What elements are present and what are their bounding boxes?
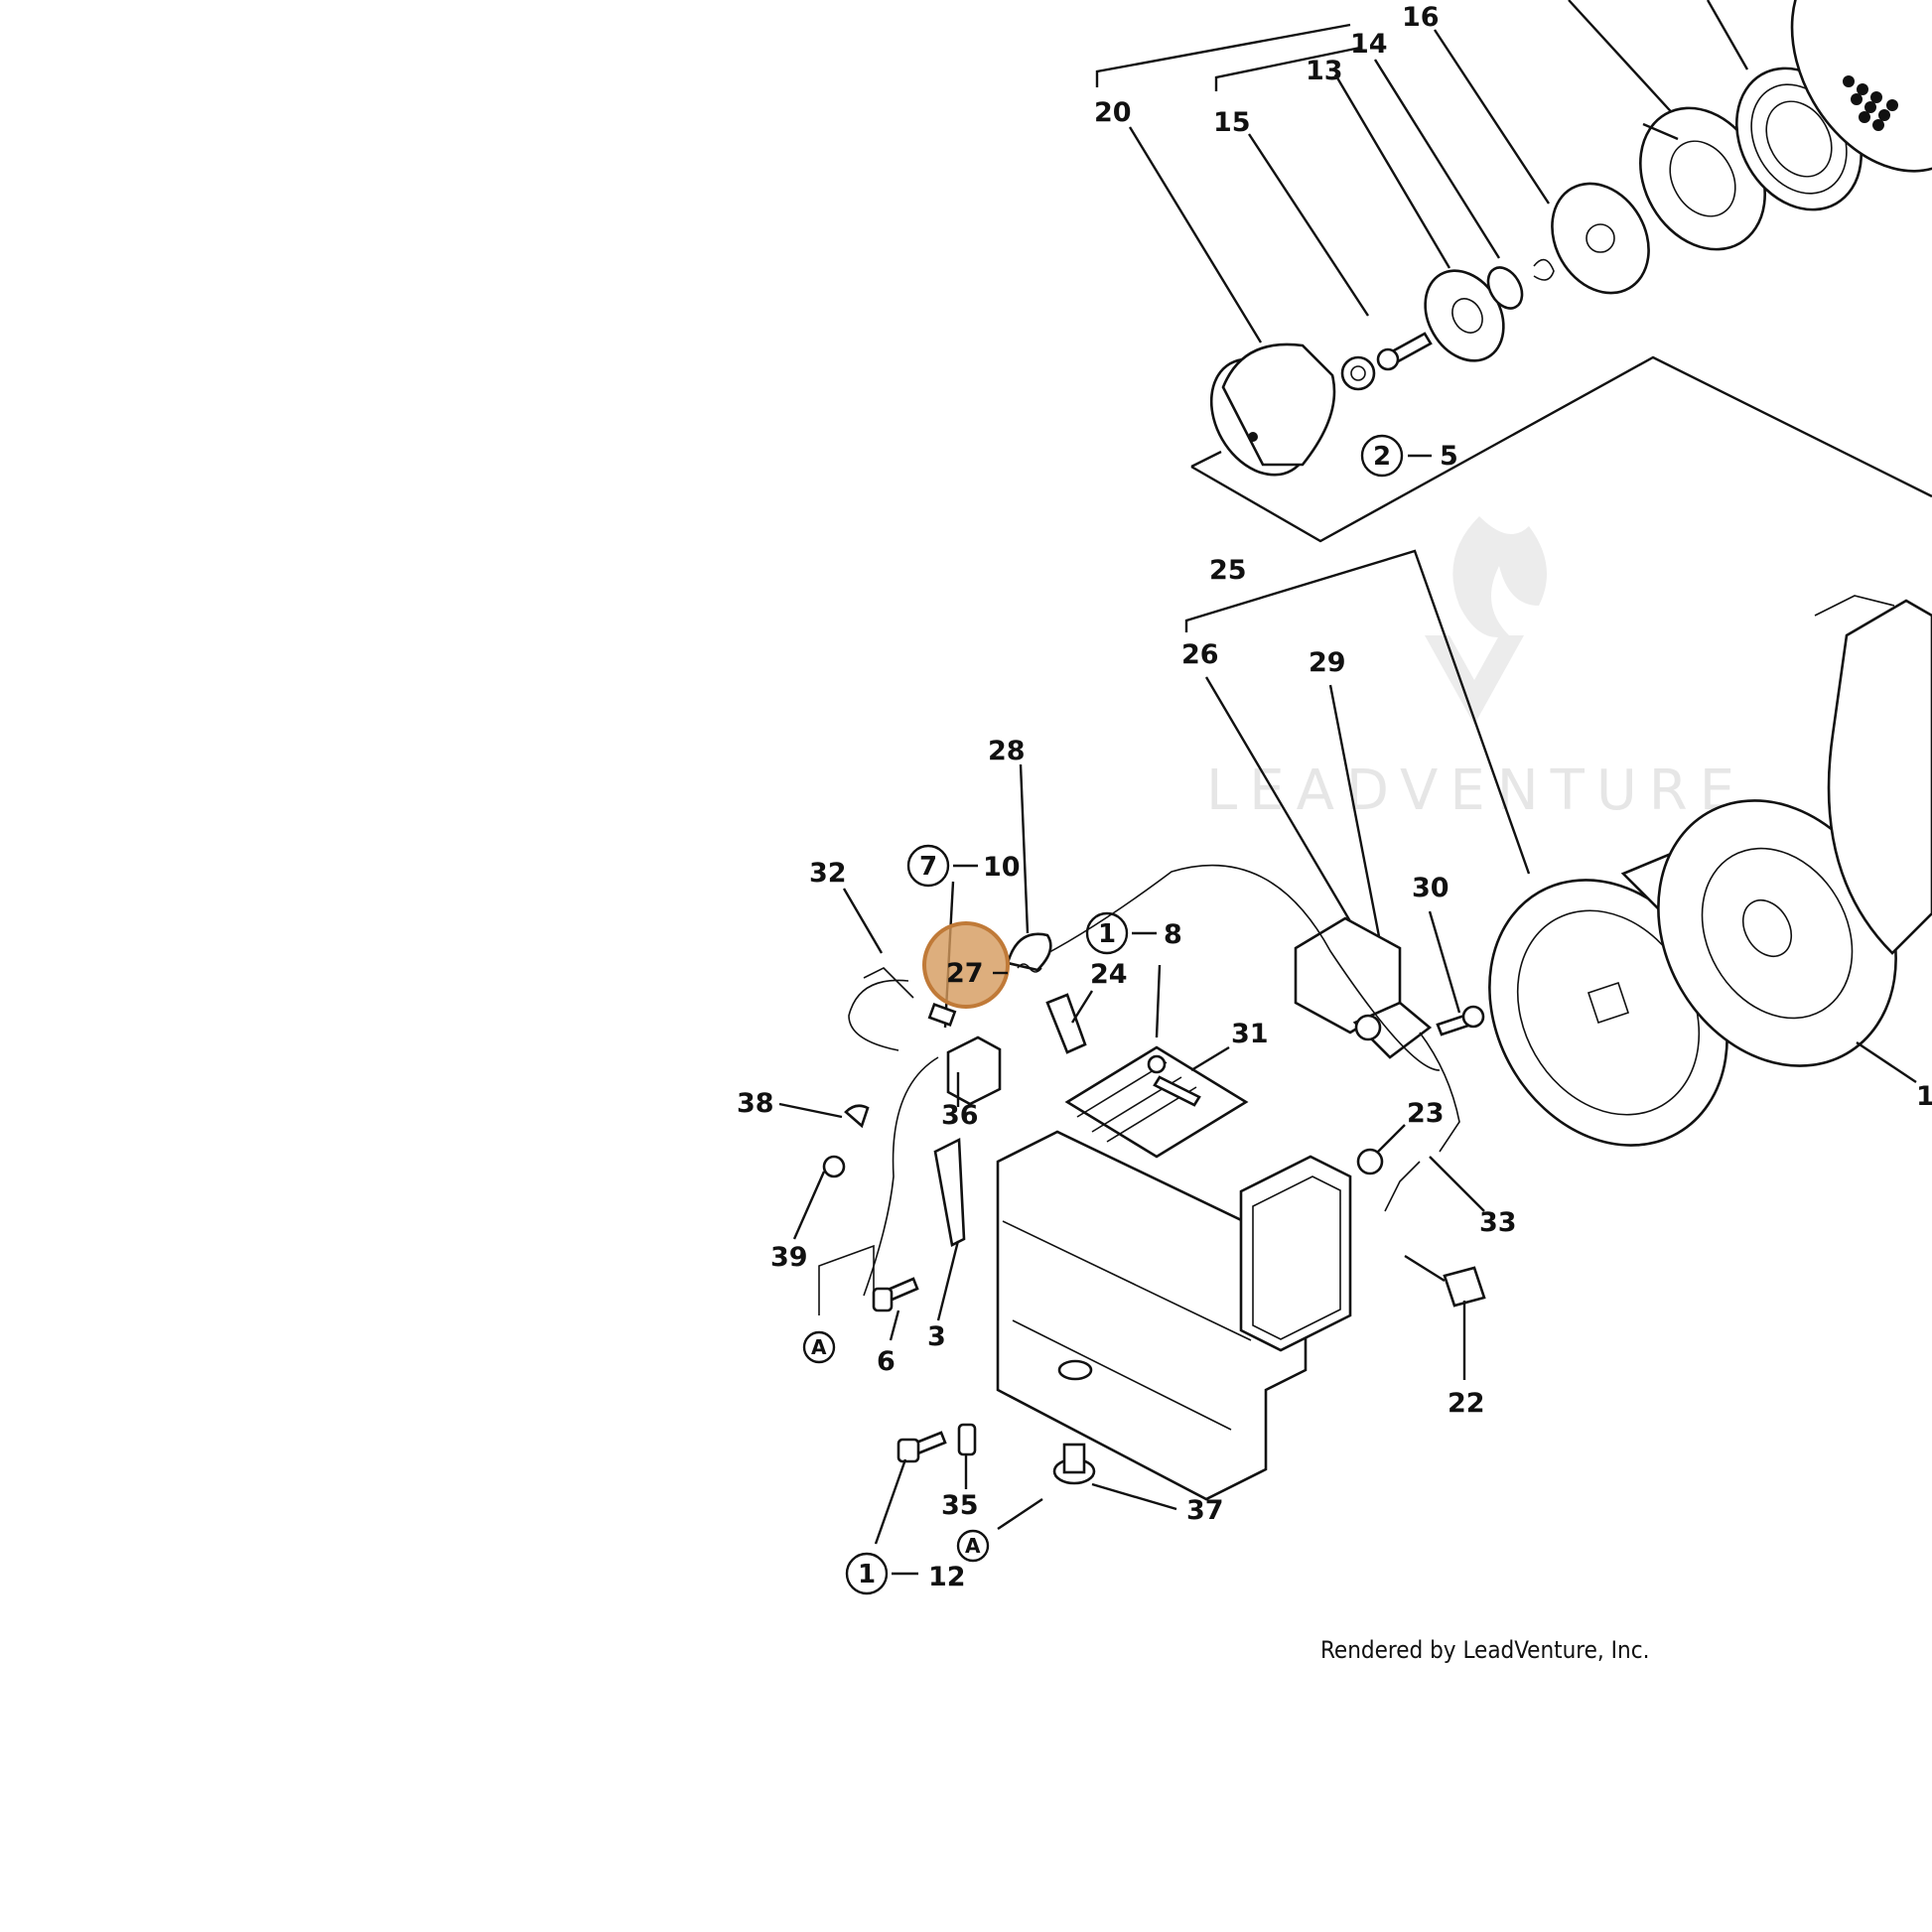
- nut-and-bolt-part: [1340, 332, 1433, 391]
- circled-callout-7-10: 7: [906, 844, 978, 888]
- watermark-logo-icon: [1425, 516, 1547, 725]
- callout-16: 16: [1402, 2, 1440, 33]
- highlight-label: 27: [946, 958, 984, 989]
- circled-callout-A-left: A: [802, 1330, 836, 1364]
- callout-labels: 20 15 13 14 16 5 25 26 29 28 32 10 8 24 …: [737, 2, 1932, 1592]
- callout-12: 12: [928, 1562, 966, 1592]
- drain-plug-part: [997, 1443, 1096, 1530]
- svg-text:1: 1: [858, 1560, 876, 1589]
- callout-13: 13: [1306, 56, 1343, 86]
- callout-33: 33: [1479, 1207, 1517, 1238]
- callout-8: 8: [1164, 919, 1182, 950]
- callout-24: 24: [1090, 959, 1128, 990]
- oil-filler-part: [1404, 1254, 1486, 1308]
- rendered-by-credit: Rendered by LeadVenture, Inc.: [1320, 1636, 1650, 1664]
- callout-3: 3: [927, 1321, 946, 1352]
- starter-assembly: [1095, 0, 1932, 543]
- callout-5: 5: [1440, 441, 1458, 472]
- washer-parts: [1424, 182, 1650, 362]
- callout-38: 38: [737, 1088, 774, 1119]
- callout-1-edge: 1: [1916, 1081, 1932, 1112]
- ignition-coil-part: [1294, 916, 1433, 1059]
- callout-32: 32: [809, 858, 847, 889]
- callout-28: 28: [988, 736, 1026, 766]
- svg-text:A: A: [811, 1335, 827, 1359]
- callout-10: 10: [983, 852, 1021, 883]
- watermark: LEADVENTURE: [1206, 516, 1746, 823]
- starter-cup-part: [1209, 343, 1336, 477]
- callout-14: 14: [1350, 29, 1388, 60]
- callout-22: 22: [1448, 1388, 1485, 1419]
- circled-callout-A-bottom: A: [956, 1529, 990, 1563]
- callout-23: 23: [1407, 1098, 1445, 1129]
- engine-block: [778, 763, 1486, 1545]
- callout-31: 31: [1231, 1019, 1269, 1049]
- svg-text:1: 1: [1098, 919, 1116, 949]
- callout-36: 36: [941, 1100, 979, 1131]
- callout-6: 6: [877, 1346, 896, 1377]
- callout-30: 30: [1412, 873, 1449, 903]
- callout-25: 25: [1209, 555, 1247, 586]
- circled-callout-2-5: 2: [1360, 434, 1432, 478]
- ignition-group: [1184, 549, 1932, 1147]
- callout-29: 29: [1309, 647, 1346, 678]
- watermark-text: LEADVENTURE: [1206, 759, 1746, 823]
- callout-39: 39: [770, 1242, 808, 1273]
- svg-text:7: 7: [919, 852, 937, 882]
- starter-housing-part: [1790, 0, 1932, 173]
- circled-callouts: 2 7 1 A A 1: [802, 434, 1432, 1595]
- highlighted-callout-27[interactable]: 27: [922, 921, 1042, 1028]
- svg-text:A: A: [965, 1534, 981, 1558]
- svg-text:2: 2: [1373, 442, 1391, 472]
- circled-callout-1-12: 1: [845, 1552, 918, 1595]
- callout-26: 26: [1181, 639, 1219, 670]
- callout-37: 37: [1186, 1495, 1224, 1526]
- callout-20: 20: [1094, 97, 1132, 128]
- callout-35: 35: [941, 1490, 979, 1521]
- circled-callout-1-8: 1: [1085, 911, 1157, 955]
- callout-15: 15: [1213, 107, 1251, 138]
- highlight-marker[interactable]: [922, 921, 1010, 1009]
